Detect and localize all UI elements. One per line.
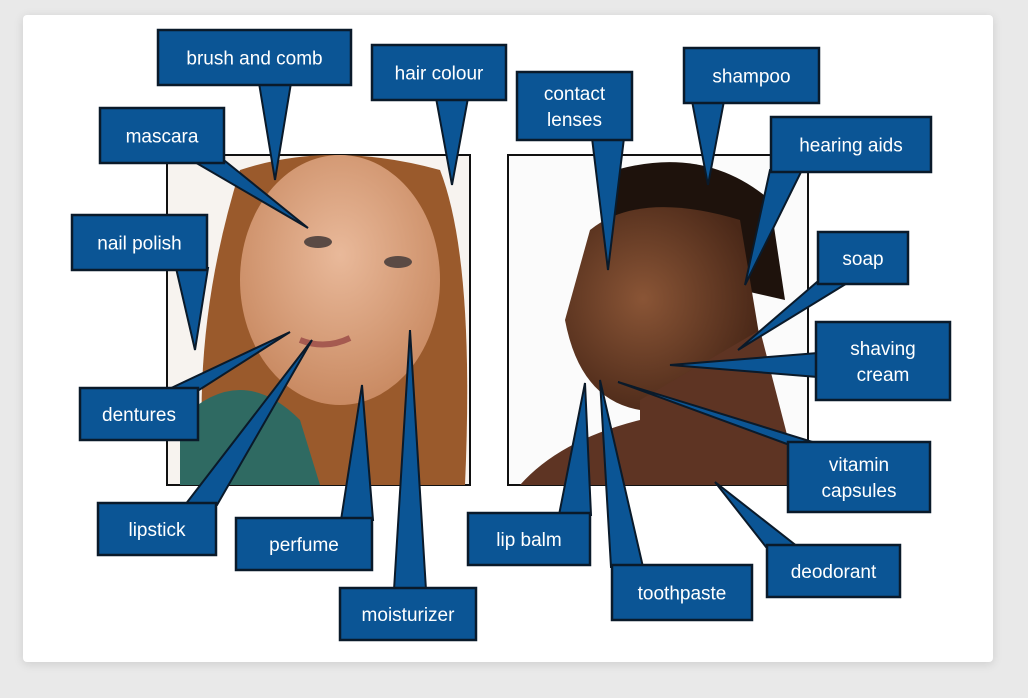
callout-hearing-aids: hearing aids [744, 115, 933, 286]
callout-toothpaste: toothpaste [599, 379, 754, 622]
callout-box [682, 46, 821, 105]
callout-label: lipstick [128, 520, 186, 541]
callout-label: capsules [822, 481, 897, 502]
callout-hair-colour: hair colour [370, 43, 508, 186]
callout-box [610, 563, 754, 622]
callout-soap: soap [737, 230, 910, 351]
callout-label: lip balm [496, 530, 561, 551]
callout-box [98, 106, 226, 165]
callout-label: toothpaste [638, 584, 727, 605]
callout-box [70, 213, 209, 272]
callout-label: dentures [102, 405, 176, 426]
callout-box [78, 386, 200, 442]
callout-shampoo: shampoo [682, 46, 821, 186]
callout-mascara: mascara [98, 106, 309, 229]
callout-box [814, 320, 952, 402]
callout-label: hair colour [395, 64, 484, 85]
callout-vitamin-capsules: vitamin capsules [617, 381, 932, 514]
callout-box [765, 543, 902, 599]
callout-moisturizer: moisturizer [338, 329, 478, 642]
callout-label: moisturizer [362, 605, 456, 626]
callout-brush-and-comb: brush and comb [156, 28, 353, 181]
callout-box [234, 516, 374, 572]
callout-label: shaving [850, 339, 916, 360]
man-photo [507, 154, 809, 486]
callout-label: contact [544, 84, 606, 105]
callout-contact-lenses: contact lenses [515, 70, 634, 271]
callout-lip-balm: lip balm [466, 382, 593, 567]
callout-label: perfume [269, 535, 339, 556]
callout-box [466, 511, 592, 567]
callout-box [515, 70, 634, 142]
callout-label: nail polish [97, 234, 182, 255]
callout-box [156, 28, 353, 87]
callout-box [370, 43, 508, 102]
woman-photo [166, 154, 471, 486]
callout-label: soap [842, 249, 883, 270]
callout-dentures: dentures [78, 331, 291, 442]
callout-label: vitamin [829, 455, 889, 476]
callout-label: shampoo [712, 67, 790, 88]
callout-perfume: perfume [234, 384, 375, 572]
callout-label: mascara [126, 127, 199, 148]
callout-box [338, 586, 478, 642]
callout-box [96, 501, 218, 557]
callout-label: deodorant [791, 562, 877, 583]
callout-deodorant: deodorant [714, 481, 902, 599]
callout-label: brush and comb [186, 49, 322, 70]
callout-box [786, 440, 932, 514]
callout-label: lenses [547, 110, 602, 131]
callout-label: cream [857, 365, 910, 386]
callout-nail-polish: nail polish [70, 213, 210, 351]
callout-shaving-cream: shaving cream [669, 320, 952, 402]
callout-box [769, 115, 933, 174]
callout-box [816, 230, 910, 286]
callout-label: hearing aids [799, 136, 903, 157]
callout-pointer [714, 481, 801, 548]
callout-lipstick: lipstick [96, 339, 313, 557]
